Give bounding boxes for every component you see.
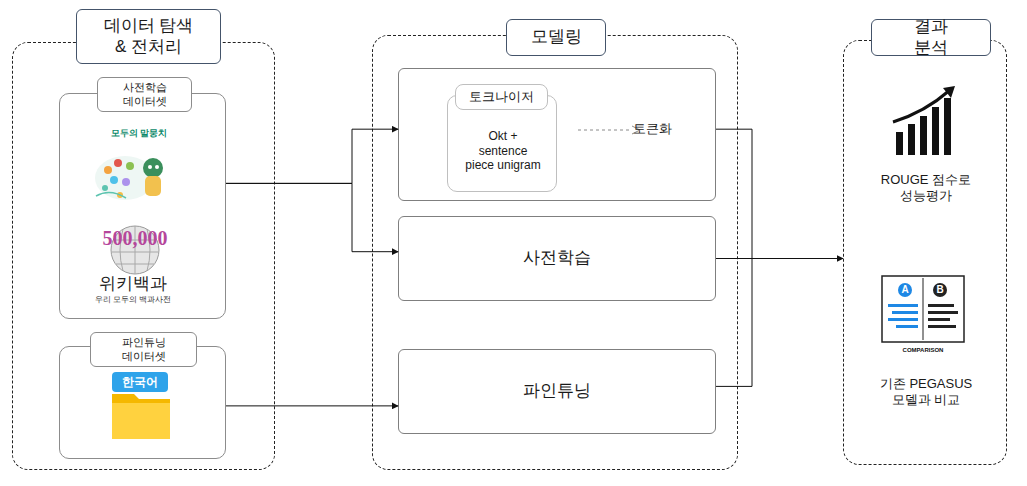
folder-tag: [112, 372, 168, 392]
dashed-line: [578, 130, 632, 131]
folder-front: [112, 403, 170, 439]
box-header: 파인튜닝 데이터셋: [90, 332, 197, 367]
comparison-line: [928, 304, 954, 307]
result-text: 기존 PEGASUS 모델과 비교: [861, 371, 991, 413]
logo-character: [148, 165, 152, 169]
logo-dot: [114, 159, 122, 167]
comparison-line: [892, 311, 918, 314]
comparison-frame: [882, 276, 964, 342]
comparison-icon: [882, 276, 964, 342]
comparison-a: [898, 283, 912, 297]
dashed-arrow: [578, 126, 640, 134]
comparison-line: [888, 304, 918, 307]
corpus-logo: [95, 156, 163, 200]
process-box: 파인튜닝: [398, 349, 716, 434]
dataset-box: 파인튜닝 데이터셋: [59, 346, 226, 459]
logo-dot: [122, 178, 130, 186]
box-body: Okt + sentence piece unigram: [453, 114, 553, 188]
chart-bar: [920, 116, 927, 155]
comparison-line: [896, 325, 918, 328]
comparison-line: [928, 318, 950, 321]
folder-tag-text: 한국어: [112, 372, 168, 392]
flow-connector: [716, 258, 843, 259]
process-label: 사전학습: [399, 217, 714, 299]
chart-bar: [932, 107, 939, 155]
logo-character: [155, 165, 159, 169]
step-label: 토큰화: [622, 117, 682, 141]
logo-character: [143, 158, 163, 178]
comparison-line: [928, 311, 958, 314]
chart-bar: [896, 132, 903, 155]
box-header: 토크나이저: [455, 84, 548, 110]
stage-group: 모델링토큰화토크나이저Okt + sentence piece unigram사…: [372, 35, 738, 470]
stage-group: 결과 분석ROUGE 점수로 성능평가기존 PEGASUS 모델과 비교: [843, 40, 1007, 465]
chart-icon: [893, 86, 955, 155]
folder-back: [112, 394, 170, 439]
logo-text: 모두의 말뭉치: [104, 127, 174, 139]
chart-trend: [893, 90, 950, 122]
tokenizer-box: 토크나이저Okt + sentence piece unigram: [447, 95, 557, 192]
logo-dot: [110, 176, 118, 184]
chart-trend-head: [943, 86, 955, 98]
chart-bar: [944, 98, 951, 155]
comparison-divider: [923, 278, 924, 340]
result-text: ROUGE 점수로 성능평가: [866, 167, 986, 209]
logo-swirl: [96, 192, 126, 198]
chart-bar: [908, 124, 915, 155]
group-title: 결과 분석: [871, 19, 991, 56]
flow-connector: [716, 129, 752, 386]
stage-group: 데이터 탐색 & 전처리사전학습 데이터셋파인튜닝 데이터셋: [12, 42, 275, 470]
process-box: 사전학습: [398, 216, 716, 301]
logo-dot: [102, 185, 108, 191]
group-title: 데이터 탐색 & 전처리: [76, 9, 221, 64]
box-header: 사전학습 데이터셋: [97, 77, 192, 112]
logo-character: [145, 176, 161, 196]
process-box: 토큰화토크나이저Okt + sentence piece unigram: [398, 68, 716, 201]
comparison-caption: COMPARISON: [880, 345, 966, 355]
comparison-line: [928, 325, 956, 328]
comparison-b: [933, 283, 947, 297]
logo-subtext: 우리 모두의 백과사전: [78, 294, 188, 306]
logo-dot: [104, 166, 112, 174]
comparison-letter: A: [898, 283, 912, 297]
logo-number: 500,000: [95, 227, 175, 249]
logo-dot: [126, 162, 134, 170]
logo-text: 위키백과: [78, 272, 188, 294]
comparison-letter: B: [933, 283, 947, 297]
folder-icon: [112, 372, 170, 439]
group-title: 모델링: [506, 19, 606, 56]
comparison-line: [888, 318, 918, 321]
process-label: 파인튜닝: [399, 350, 714, 432]
